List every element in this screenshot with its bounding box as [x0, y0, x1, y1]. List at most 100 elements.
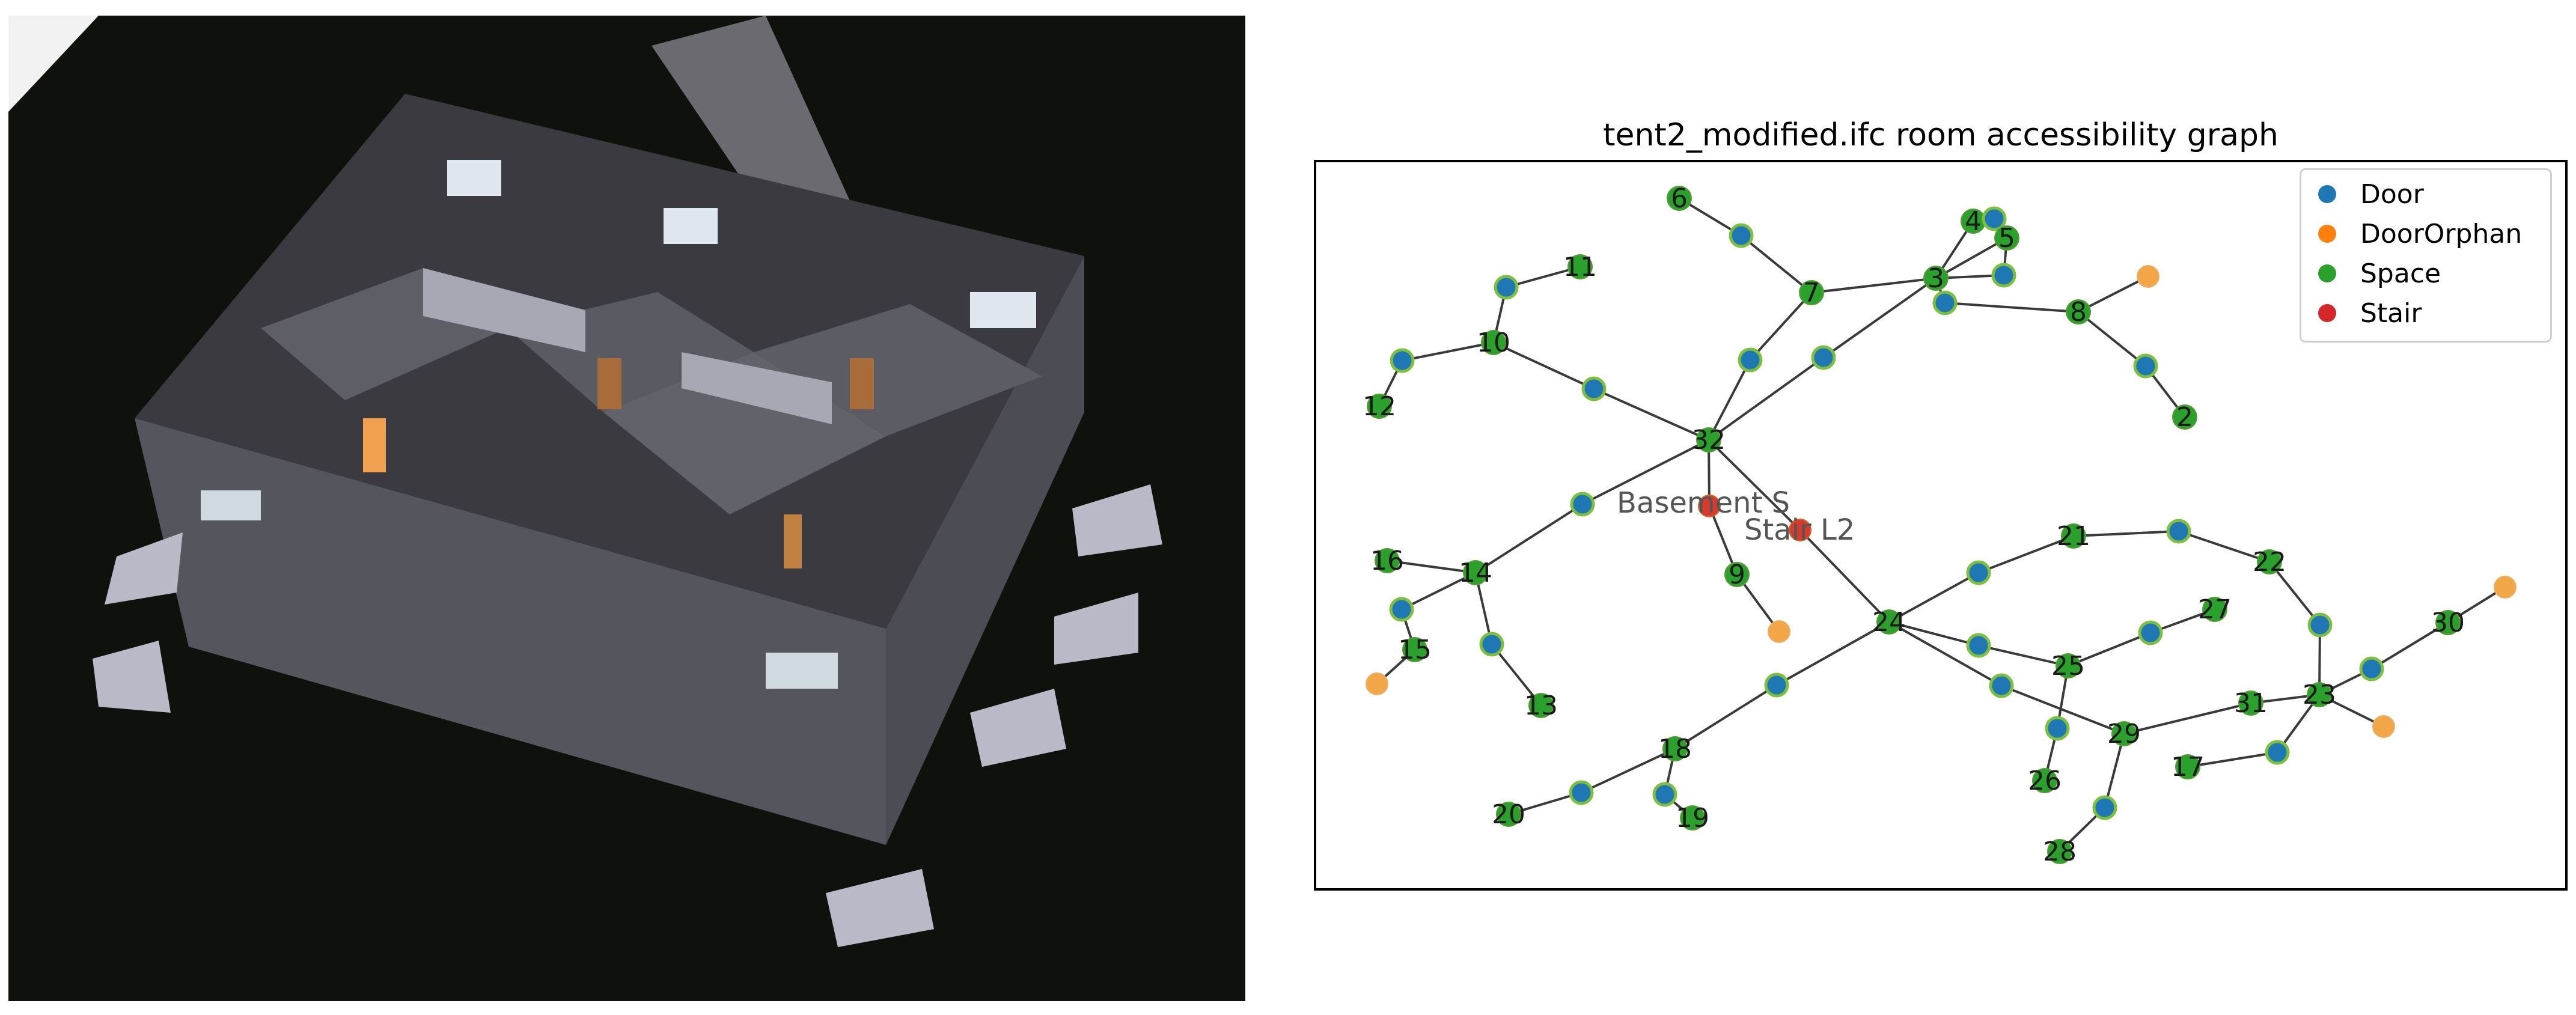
graph-edge: [2178, 530, 2270, 563]
space-node: [2047, 839, 2072, 864]
space-node-label: 24: [1872, 607, 1906, 638]
interior-wall-light: [423, 268, 585, 352]
space-node: [1923, 266, 1949, 291]
space-node-label: 28: [2043, 837, 2077, 867]
space-node-label: 4: [1965, 206, 1982, 237]
stair-node: [1789, 519, 1811, 541]
stair-node: [1698, 495, 1721, 517]
space-node-label: 30: [2431, 608, 2465, 638]
graph-edge: [2077, 311, 2147, 367]
space-node: [2111, 721, 2137, 746]
graph-legend: Door DoorOrphan Space Stair: [2300, 168, 2552, 343]
space-node-label: 29: [2107, 719, 2141, 749]
graph-edge: [1674, 684, 1778, 750]
legend-label-stair: Stair: [2360, 297, 2422, 329]
space-node-label: 9: [1729, 559, 1745, 590]
window-render-4: [201, 490, 261, 520]
door-node: [2133, 353, 2158, 379]
door-orphan-node: [2137, 265, 2159, 288]
space-node-label: 20: [1492, 799, 1525, 830]
door-node: [2092, 795, 2117, 820]
space-node: [1402, 637, 1427, 662]
space-node: [1799, 280, 1824, 305]
graph-edge: [1402, 341, 1494, 362]
door-node: [1389, 597, 1414, 622]
door-node: [1652, 782, 1677, 807]
graph-edge: [1506, 266, 1581, 288]
door-node: [2166, 519, 2191, 544]
space-node-label: 13: [1524, 690, 1558, 721]
legend-item-doororphan: DoorOrphan: [2318, 217, 2522, 251]
space-node-label: 31: [2234, 688, 2268, 719]
door-node: [1738, 347, 1763, 373]
door-node: [1989, 673, 2014, 698]
door-orphan-node: [2372, 715, 2395, 738]
graph-edge: [1401, 572, 1476, 611]
space-node-label: 11: [1563, 252, 1597, 282]
graph-edge: [2073, 530, 2179, 537]
space-node: [1367, 394, 1392, 419]
space-node: [1463, 560, 1488, 585]
space-node: [2435, 610, 2461, 635]
graph-edge: [2123, 702, 2251, 735]
door-node: [2359, 656, 2384, 681]
room-floor-d: [754, 304, 1042, 436]
graph-edge: [2068, 632, 2151, 667]
space-node: [2202, 597, 2227, 622]
space-node-label: 19: [1676, 803, 1709, 834]
graph-edge: [1811, 277, 1937, 294]
space-node-label: 17: [2171, 752, 2205, 782]
door-node: [1764, 672, 1789, 698]
space-node: [1876, 609, 1902, 635]
graph-edge: [1493, 341, 1595, 390]
graph-edge: [2104, 733, 2125, 808]
door-node: [1966, 560, 1991, 585]
graph-edge: [1740, 234, 1813, 294]
space-node-label: 22: [2253, 547, 2286, 578]
window-render-1: [447, 160, 501, 196]
door-render-1: [363, 418, 386, 472]
space-node: [1528, 693, 1554, 718]
graph-edge: [1935, 237, 2007, 279]
space-node-label: 16: [1370, 546, 1404, 576]
graph-edge: [1888, 572, 1979, 623]
space-node: [1994, 225, 2019, 251]
tree-render-4: [1054, 593, 1138, 665]
space-node: [1496, 802, 1521, 827]
graph-edge: [2187, 751, 2278, 768]
graph-edge: [1888, 621, 2002, 687]
legend-item-space: Space: [2318, 257, 2441, 290]
door-node: [1966, 633, 1991, 658]
graph-edge: [1944, 302, 2079, 313]
door-node: [1932, 290, 1958, 315]
door-node: [1390, 348, 1415, 373]
space-node: [2238, 690, 2263, 716]
space-node: [2175, 754, 2200, 779]
graph-edge: [1749, 291, 1813, 361]
stair-node-label: Stair L2: [1744, 513, 1855, 547]
space-node-label: 26: [2028, 766, 2062, 796]
space-node: [2056, 653, 2081, 678]
window-render-3: [970, 292, 1036, 328]
door-node: [2045, 716, 2070, 741]
space-node-label: 8: [2070, 297, 2087, 328]
space-node: [1481, 330, 1506, 355]
legend-marker-space: [2318, 264, 2336, 282]
space-node-label: 27: [2198, 594, 2232, 625]
space-node-label: 15: [1398, 635, 1432, 665]
space-node-label: 10: [1477, 328, 1510, 358]
door-node: [1570, 492, 1595, 517]
window-render-2: [664, 208, 718, 244]
space-node: [1567, 254, 1593, 279]
render-ground-corner: [8, 16, 99, 112]
space-node-label: 14: [1459, 558, 1492, 588]
graph-edge: [1799, 529, 1890, 623]
door-orphan-node: [1366, 672, 1388, 695]
graph-edge: [1978, 535, 2074, 574]
tree-render-1: [105, 532, 183, 605]
space-node-label: 23: [2303, 680, 2336, 710]
graph-edge: [1387, 559, 1476, 574]
tree-render-5: [970, 689, 1066, 767]
space-node-label: 2: [2176, 402, 2193, 433]
